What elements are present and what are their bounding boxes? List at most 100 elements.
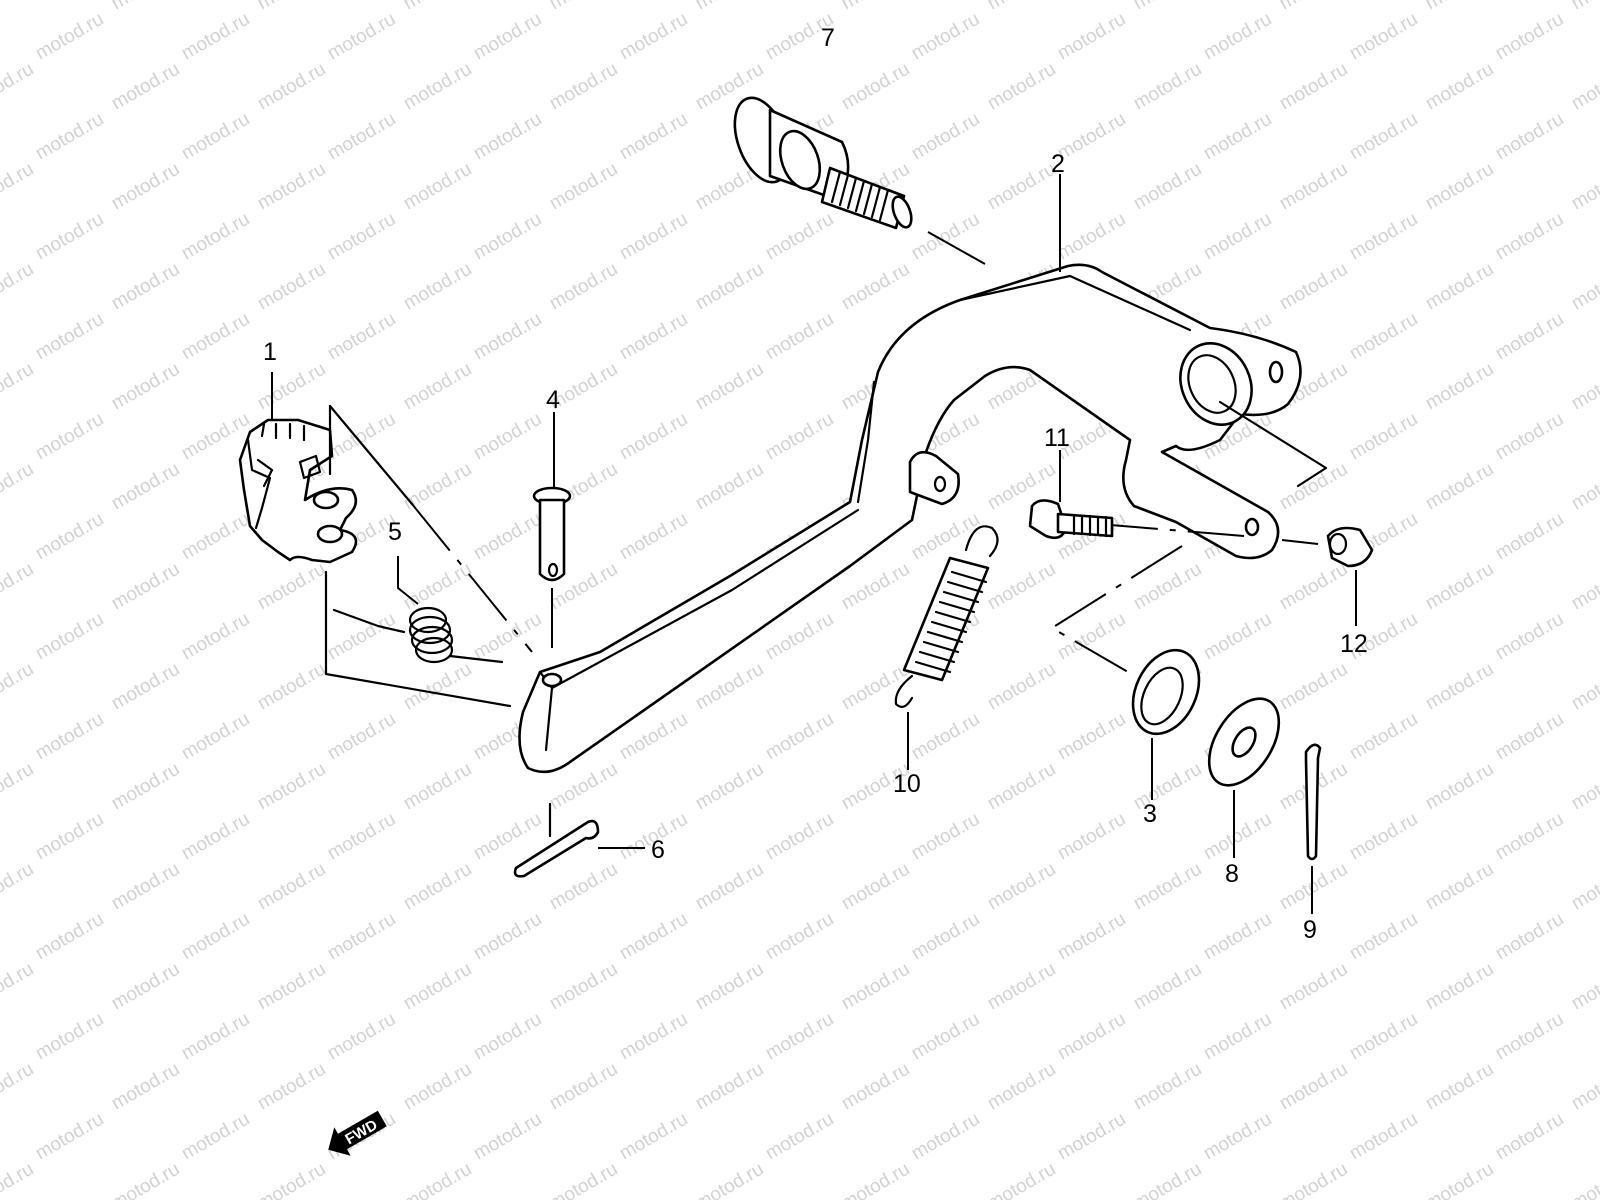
watermark-text: motod.ru [400, 0, 475, 14]
watermark-text: motod.ru [1346, 1009, 1421, 1065]
watermark-text: motod.ru [616, 309, 691, 365]
watermark-text: motod.ru [470, 209, 545, 265]
watermark-text: motod.ru [1346, 809, 1421, 865]
watermark-text: motod.ru [1054, 1009, 1129, 1065]
watermark-text: motod.ru [400, 1059, 475, 1115]
watermark-text: motod.ru [254, 759, 329, 815]
watermark-text: motod.ru [616, 1109, 691, 1165]
watermark-text: motod.ru [178, 809, 253, 865]
watermark-text: motod.ru [1054, 109, 1129, 165]
watermark-text: motod.ru [1346, 9, 1421, 65]
watermark-text: motod.ru [1422, 359, 1497, 415]
watermark-text: motod.ru [1492, 109, 1567, 165]
watermark-text: motod.ru [324, 209, 399, 265]
watermark-text: motod.ru [1422, 659, 1497, 715]
watermark-text: motod.ru [324, 609, 399, 665]
watermark-text: motod.ru [0, 859, 37, 915]
watermark-text: motod.ru [692, 1159, 767, 1200]
watermark-text: motod.ru [470, 309, 545, 365]
watermark-text: motod.ru [324, 409, 399, 465]
callout-10: 10 [893, 770, 921, 798]
watermark-text: motod.ru [32, 409, 107, 465]
watermark-text: motod.ru [108, 1159, 183, 1200]
watermark-text: motod.ru [1492, 309, 1567, 365]
watermark-text: motod.ru [470, 1109, 545, 1165]
watermark-text: motod.ru [108, 859, 183, 915]
watermark-text: motod.ru [178, 309, 253, 365]
watermark-text: motod.ru [762, 1109, 837, 1165]
watermark-text: motod.ru [178, 9, 253, 65]
watermark-text: motod.ru [838, 0, 913, 14]
watermark-text: motod.ru [1568, 359, 1600, 415]
watermark-text: motod.ru [0, 59, 37, 115]
watermark-text: motod.ru [616, 1009, 691, 1065]
watermark-text: motod.ru [984, 1059, 1059, 1115]
watermark-text: motod.ru [1422, 0, 1497, 14]
watermark-text: motod.ru [1422, 1059, 1497, 1115]
watermark-text: motod.ru [400, 959, 475, 1015]
watermark-text: motod.ru [838, 959, 913, 1015]
part-8-washer [1207, 697, 1281, 787]
watermark-text: motod.ru [1054, 9, 1129, 65]
watermark-text: motod.ru [0, 959, 37, 1015]
watermark-text: motod.ru [1422, 59, 1497, 115]
watermark-text: motod.ru [1568, 559, 1600, 615]
watermark-text: motod.ru [400, 559, 475, 615]
watermark-text: motod.ru [108, 0, 183, 14]
watermark-text: motod.ru [1568, 259, 1600, 315]
watermark-text: motod.ru [108, 459, 183, 515]
watermark-text: motod.ru [400, 1159, 475, 1200]
watermark-text: motod.ru [32, 109, 107, 165]
watermark-text: motod.ru [984, 59, 1059, 115]
watermark-text: motod.ru [254, 259, 329, 315]
watermark-text: motod.ru [32, 209, 107, 265]
watermark-text: motod.ru [32, 1109, 107, 1165]
watermark-text: motod.ru [1568, 0, 1600, 14]
watermark-text: motod.ru [1422, 759, 1497, 815]
watermark-text: motod.ru [1054, 809, 1129, 865]
watermark-text: motod.ru [1276, 1159, 1351, 1200]
watermark-text: motod.ru [616, 509, 691, 565]
watermark-text: motod.ru [32, 9, 107, 65]
assembly-line-nut [1281, 539, 1319, 545]
watermark-text: motod.ru [1346, 109, 1421, 165]
watermark-text: motod.ru [178, 1109, 253, 1165]
watermark-text: motod.ru [908, 1009, 983, 1065]
watermark-text: motod.ru [254, 0, 329, 14]
watermark-text: motod.ru [324, 909, 399, 965]
watermark-text: motod.ru [1276, 0, 1351, 14]
watermark-text: motod.ru [616, 209, 691, 265]
watermark-text: motod.ru [1568, 759, 1600, 815]
part-7-pivot-bolt [733, 96, 913, 230]
watermark-text: motod.ru [178, 909, 253, 965]
watermark-text: motod.ru [400, 859, 475, 915]
watermark-text: motod.ru [1568, 659, 1600, 715]
watermark-text: motod.ru [984, 0, 1059, 14]
watermark-text: motod.ru [1200, 1009, 1275, 1065]
watermark-text: motod.ru [762, 709, 837, 765]
part-6-cotter-pin [513, 819, 600, 878]
watermark-text: motod.ru [692, 1059, 767, 1115]
watermark-text: motod.ru [984, 159, 1059, 215]
watermark-text: motod.ru [908, 1109, 983, 1165]
watermark-text: motod.ru [838, 1159, 913, 1200]
watermark-text: motod.ru [838, 859, 913, 915]
watermark-text: motod.ru [1422, 159, 1497, 215]
watermark-text: motod.ru [0, 459, 37, 515]
assembly-line-bolt [1097, 523, 1245, 537]
watermark-text: motod.ru [692, 859, 767, 915]
watermark-text: motod.ru [0, 359, 37, 415]
watermark-text: motod.ru [108, 359, 183, 415]
watermark-text: motod.ru [1492, 809, 1567, 865]
watermark-text: motod.ru [984, 959, 1059, 1015]
watermark-text: motod.ru [1276, 559, 1351, 615]
watermark-text: motod.ru [1276, 159, 1351, 215]
watermark-text: motod.ru [254, 559, 329, 615]
watermark-text: motod.ru [1346, 209, 1421, 265]
watermark-text: motod.ru [692, 459, 767, 515]
watermark-text: motod.ru [470, 609, 545, 665]
watermark-text: motod.ru [1276, 59, 1351, 115]
part-4-clevis-pin [532, 486, 572, 582]
watermark-text: motod.ru [1492, 1009, 1567, 1065]
watermark-text: motod.ru [1568, 859, 1600, 915]
